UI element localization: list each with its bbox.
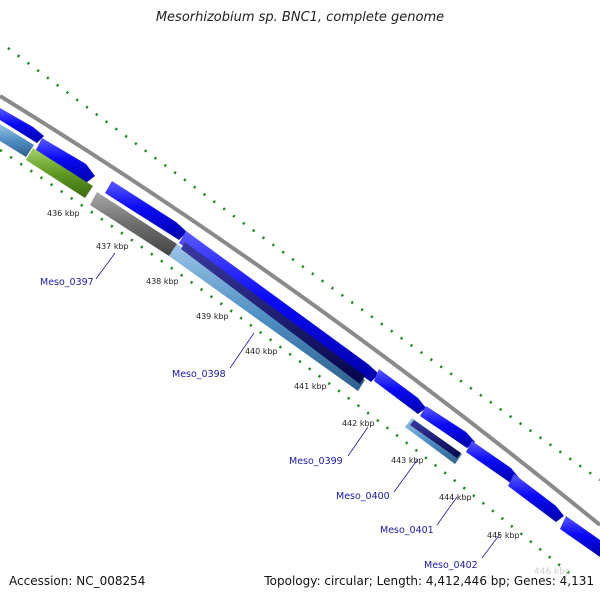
tick-label: 439 kbp [196,312,229,321]
cds-arrow[interactable] [169,244,365,391]
forward-cds-track [0,108,600,557]
genome-summary-text: Topology: circular; Length: 4,412,446 bp… [264,574,594,588]
reverse-cds-track [0,124,462,464]
cds-arrow[interactable] [105,181,187,240]
faint-tick-label: 446 kbp [534,567,571,577]
gc-dots-inner [0,148,576,580]
cds-arrow[interactable] [560,516,600,557]
label-leader-line [347,426,369,457]
cds-arrow[interactable] [36,138,95,183]
accession-text: Accession: NC_008254 [9,574,146,588]
cds-arrow[interactable] [26,148,93,198]
gene-label-meso-0399[interactable]: Meso_0399 [289,456,343,467]
genome-backbone [0,94,600,527]
cds-arrow[interactable] [0,108,44,143]
tick-label: 440 kbp [245,347,278,356]
gene-label-meso-0400[interactable]: Meso_0400 [336,491,390,502]
genome-title: Mesorhizobium sp. BNC1, complete genome [155,10,445,25]
tick-label: 442 kbp [342,419,375,428]
tick-label: 437 kbp [96,242,129,251]
tick-label: 444 kbp [439,493,472,502]
label-leader-line [229,332,255,369]
gene-label-meso-0398[interactable]: Meso_0398 [172,369,226,380]
scale-ticks: 436 kbp 437 kbp 438 kbp 439 kbp 440 kbp … [47,209,520,540]
label-leader-line [95,252,116,280]
cds-arrow[interactable] [90,192,177,256]
gc-content-track [0,46,600,580]
cds-arrow[interactable] [420,406,475,448]
tick-label: 445 kbp [487,531,520,540]
label-leader-line [393,458,419,493]
cds-arrow[interactable] [181,242,365,384]
cds-arrow[interactable] [374,369,426,414]
gc-dots-outer [7,46,600,482]
tick-label: 443 kbp [391,456,424,465]
gene-label-meso-0397[interactable]: Meso_0397 [40,277,94,288]
cds-arrow[interactable] [410,420,461,458]
cds-arrow[interactable] [0,124,34,157]
tick-label: 438 kbp [146,277,179,286]
tick-label: 441 kbp [294,382,327,391]
cds-arrow[interactable] [466,441,520,484]
gene-label-meso-0402[interactable]: Meso_0402 [424,560,478,571]
tick-label: 436 kbp [47,209,80,218]
gene-labels: Meso_0397 Meso_0398 Meso_0399 Meso_0400 … [40,252,501,571]
cds-arrow[interactable] [508,474,564,522]
cds-arrow[interactable] [179,231,379,382]
label-leader-line [436,496,458,526]
gene-label-meso-0401[interactable]: Meso_0401 [380,525,434,536]
label-leader-line [481,533,501,559]
